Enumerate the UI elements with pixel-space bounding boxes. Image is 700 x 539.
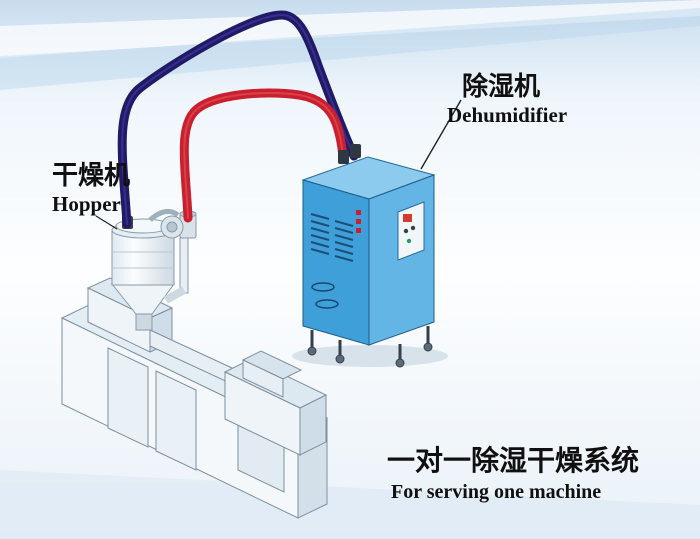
- cabinet-front-face: [302, 179, 370, 346]
- lid-hose: [148, 208, 180, 222]
- vent-grille: [310, 213, 354, 262]
- label-dehumidifier-en: Dehumidifier: [447, 103, 567, 127]
- front-oval-vent-1: [311, 282, 335, 292]
- hopper-stand: [135, 311, 153, 331]
- extruder-door-left: [107, 347, 149, 448]
- pointer-line-hopper: [95, 215, 118, 230]
- extruder-door-right: [155, 370, 197, 471]
- head-box-side: [299, 394, 327, 456]
- pipe-fitting-left: [338, 150, 349, 164]
- background-swoosh-light: [0, 0, 700, 56]
- front-oval-vent-2: [315, 299, 339, 309]
- pipes: [117, 10, 361, 229]
- panel-button-1: [403, 228, 409, 234]
- panel-indicator: [406, 238, 412, 244]
- head-box-cap-front: [242, 359, 284, 398]
- suction-pipe-vertical: [179, 237, 189, 294]
- extruder-machine: [60, 277, 329, 519]
- dehumidifier-cabinet: [292, 156, 448, 368]
- label-dehumidifier-zh: 除湿机: [462, 71, 540, 102]
- return-pipe-red-sheen: [183, 92, 344, 219]
- suction-pipe-elbow: [164, 286, 186, 304]
- background-swoosh-bottom: [0, 470, 700, 539]
- blower-fan-hub: [166, 221, 178, 233]
- caption-zh: 一对一除湿干燥系统: [387, 444, 639, 477]
- supply-pipe-navy-sheen: [121, 13, 355, 225]
- caption-en: For serving one machine: [391, 481, 601, 503]
- pipe-fitting-right: [350, 144, 361, 158]
- control-panel: [397, 201, 425, 261]
- pointer-line-dehumidifier: [420, 99, 462, 170]
- label-hopper-en: Hopper: [52, 192, 121, 216]
- background-swoosh-blue: [0, 8, 700, 90]
- caster-legs: [310, 326, 430, 360]
- hopper-body: [111, 229, 175, 286]
- caster-wheels: [307, 342, 433, 368]
- label-hopper-zh: 干燥机: [52, 161, 130, 191]
- cabinet-side-face: [368, 174, 435, 346]
- brand-marks: [356, 210, 361, 233]
- panel-button-2: [410, 225, 416, 231]
- cabinet-shadow: [292, 345, 448, 367]
- panel-display: [403, 214, 412, 222]
